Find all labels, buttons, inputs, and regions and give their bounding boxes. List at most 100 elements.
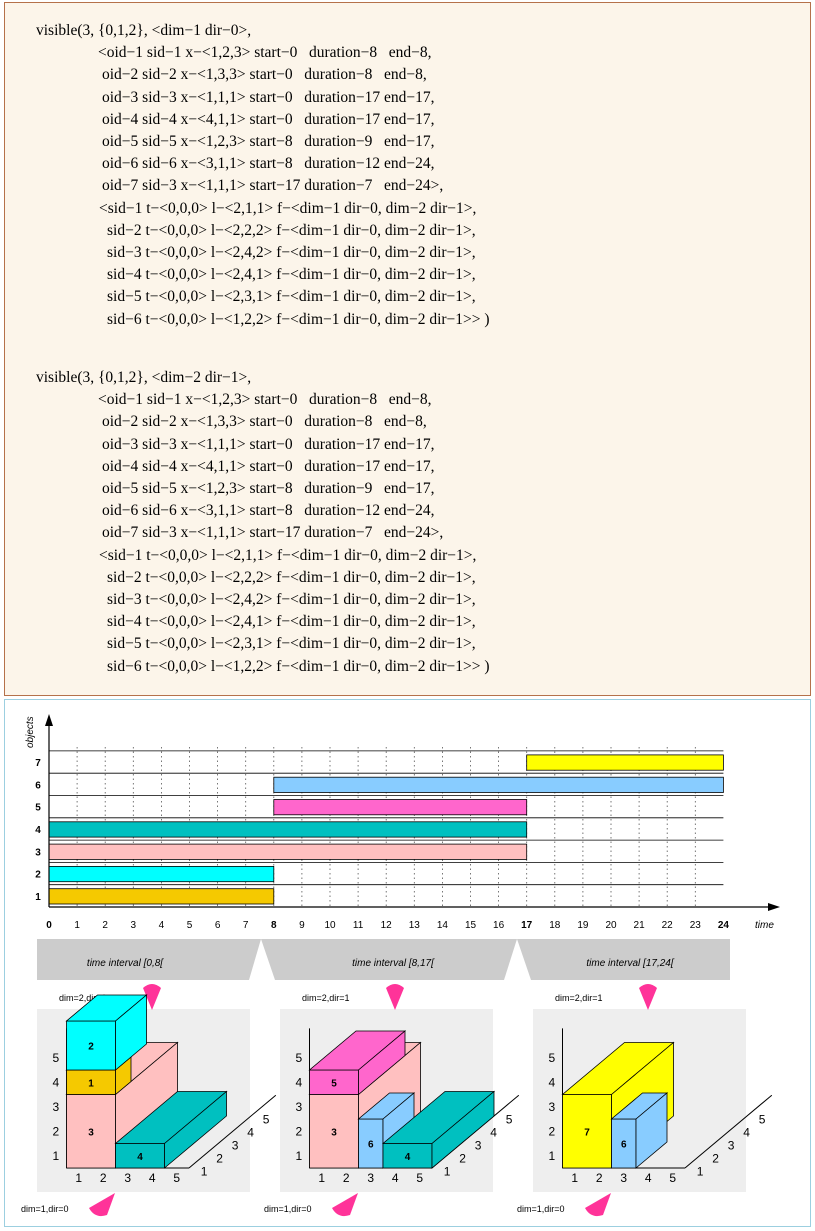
gantt-bar: [48, 888, 275, 905]
scene-z-tick: 2: [712, 1152, 719, 1166]
scene-x-tick: 1: [318, 1171, 325, 1185]
x-tick-label: 19: [577, 920, 589, 931]
code-line: oid−5 sid−5 x−<1,2,3> start−8 duration−9…: [102, 480, 435, 497]
code-line: oid−7 sid−3 x−<1,1,1> start−17 duration−…: [102, 524, 444, 542]
code-line: oid−3 sid−3 x−<1,1,1> start−0 duration−1…: [102, 435, 435, 453]
scene-x-tick: 2: [596, 1171, 603, 1185]
view-marker-icon: [143, 984, 161, 1010]
y-axis-label: objects: [25, 716, 36, 748]
scene-x-tick: 4: [149, 1171, 156, 1185]
box-label: 7: [584, 1127, 590, 1138]
gantt-bar: [526, 754, 724, 771]
code-line: sid−4 t−<0,0,0> l−<2,4,1> f−<dim−1 dir−0…: [107, 613, 476, 631]
x-tick-label: 16: [493, 920, 505, 931]
x-axis-label: time: [755, 920, 774, 931]
scene-y-tick: 4: [296, 1075, 303, 1089]
scene-y-tick: 4: [53, 1075, 60, 1089]
top-view-label: dim=2,dir=1: [555, 993, 603, 1003]
box-label: 1: [88, 1078, 94, 1089]
scene-z-tick: 3: [232, 1139, 239, 1153]
gantt-bar: [273, 776, 724, 793]
code-line: oid−3 sid−3 x−<1,1,1> start−0 duration−1…: [102, 88, 435, 106]
code-line: sid−5 t−<0,0,0> l−<2,3,1> f−<dim−1 dir−0…: [107, 288, 476, 306]
x-tick-label: 12: [381, 920, 393, 931]
scene-axis-z: [684, 1094, 773, 1169]
code-line: oid−4 sid−4 x−<4,1,1> start−0 duration−1…: [102, 457, 435, 475]
interval-banner: [37, 939, 261, 980]
scene-y-tick: 2: [53, 1124, 60, 1138]
interval-label: time interval [8,17[: [352, 958, 435, 969]
scene-x-tick: 1: [571, 1171, 578, 1185]
bottom-view-label: dim=1,dir=0: [21, 1204, 69, 1214]
code-line: oid−2 sid−2 x−<1,3,3> start−0 duration−8…: [102, 66, 427, 84]
row-label: 1: [35, 892, 41, 903]
x-tick-label: 14: [437, 920, 449, 931]
row-label: 3: [35, 847, 41, 858]
code-panel: visible(3, {0,1,2}, <dim−1 dir−0>, <oid−1…: [4, 2, 811, 696]
y-axis-arrow: [45, 714, 53, 726]
x-tick-label: 20: [605, 920, 617, 931]
scene-x-tick: 3: [367, 1171, 374, 1185]
x-tick-label: 22: [662, 920, 674, 931]
x-tick-label: 17: [521, 920, 533, 931]
scene-x-tick: 3: [620, 1171, 627, 1185]
code-line: <oid−1 sid−1 x−<1,2,3> start−0 duration−…: [98, 391, 432, 409]
code-line: oid−5 sid−5 x−<1,2,3> start−8 duration−9…: [102, 133, 435, 150]
view-marker-icon: [639, 984, 657, 1010]
box-label: 6: [621, 1140, 627, 1151]
code-line: visible(3, {0,1,2}, <dim−1 dir−0>,: [36, 22, 252, 39]
scene-y-tick: 5: [296, 1051, 303, 1065]
scene-y-tick: 3: [296, 1100, 303, 1114]
interval-label: time interval [17,24[: [586, 958, 674, 969]
scene-x-tick: 3: [124, 1171, 131, 1185]
scene-z-tick: 5: [506, 1113, 513, 1127]
scene-y-tick: 1: [549, 1149, 556, 1163]
scene-z-tick: 4: [490, 1126, 497, 1140]
scene-axis-z: [188, 1094, 277, 1169]
code-line: sid−3 t−<0,0,0> l−<2,4,2> f−<dim−1 dir−0…: [107, 591, 476, 608]
scene-z-tick: 5: [263, 1113, 270, 1127]
code-line: sid−3 t−<0,0,0> l−<2,4,2> f−<dim−1 dir−0…: [107, 244, 476, 261]
scene-x-tick: 2: [343, 1171, 350, 1185]
code-line: visible(3, {0,1,2}, <dim−2 dir−1>,: [36, 369, 252, 386]
scene-y-tick: 2: [296, 1124, 303, 1138]
row-label: 4: [35, 825, 41, 836]
view-marker-icon: [386, 984, 404, 1010]
scene-z-tick: 3: [475, 1139, 482, 1153]
scene-x-tick: 4: [392, 1171, 399, 1185]
box-label: 4: [405, 1152, 411, 1163]
scene-z-tick: 2: [459, 1152, 466, 1166]
x-tick-label: 2: [102, 920, 108, 931]
gantt-bar: [273, 799, 528, 816]
scene-y-tick: 1: [53, 1149, 60, 1163]
code-line: oid−2 sid−2 x−<1,3,3> start−0 duration−8…: [102, 413, 427, 431]
x-tick-label: 3: [131, 920, 137, 931]
scene-z-tick: 3: [728, 1139, 735, 1153]
code-line: sid−2 t−<0,0,0> l−<2,2,2> f−<dim−1 dir−0…: [107, 568, 476, 586]
x-tick-label: 6: [215, 920, 221, 931]
x-tick-label: 21: [634, 920, 646, 931]
scene-z-tick: 2: [216, 1152, 223, 1166]
code-line: sid−6 t−<0,0,0> l−<1,2,2> f−<dim−1 dir−0…: [107, 657, 490, 675]
gantt-bar: [48, 843, 528, 860]
box-label: 3: [88, 1127, 94, 1138]
interval-label: time interval [0,8[: [87, 958, 164, 969]
x-tick-label: 4: [159, 920, 165, 931]
x-tick-label: 11: [353, 920, 364, 931]
scene-z-tick: 4: [743, 1126, 750, 1140]
x-tick-label: 13: [409, 920, 421, 931]
scene-y-tick: 4: [549, 1075, 556, 1089]
x-tick-label: 24: [718, 920, 730, 931]
x-tick-label: 9: [299, 920, 305, 931]
x-tick-label: 23: [690, 920, 702, 931]
scene-z-tick: 1: [444, 1165, 451, 1179]
scene-z-tick: 4: [247, 1126, 254, 1140]
scene-x-tick: 1: [75, 1171, 82, 1185]
code-line: <sid−1 t−<0,0,0> l−<2,1,1> f−<dim−1 dir−…: [99, 546, 477, 564]
code-line: oid−6 sid−6 x−<3,1,1> start−8 duration−1…: [102, 502, 435, 520]
code-line: sid−4 t−<0,0,0> l−<2,4,1> f−<dim−1 dir−0…: [107, 266, 476, 284]
gantt-bar: [48, 821, 528, 838]
scene-y-tick: 2: [549, 1124, 556, 1138]
scene-x-tick: 4: [645, 1171, 652, 1185]
